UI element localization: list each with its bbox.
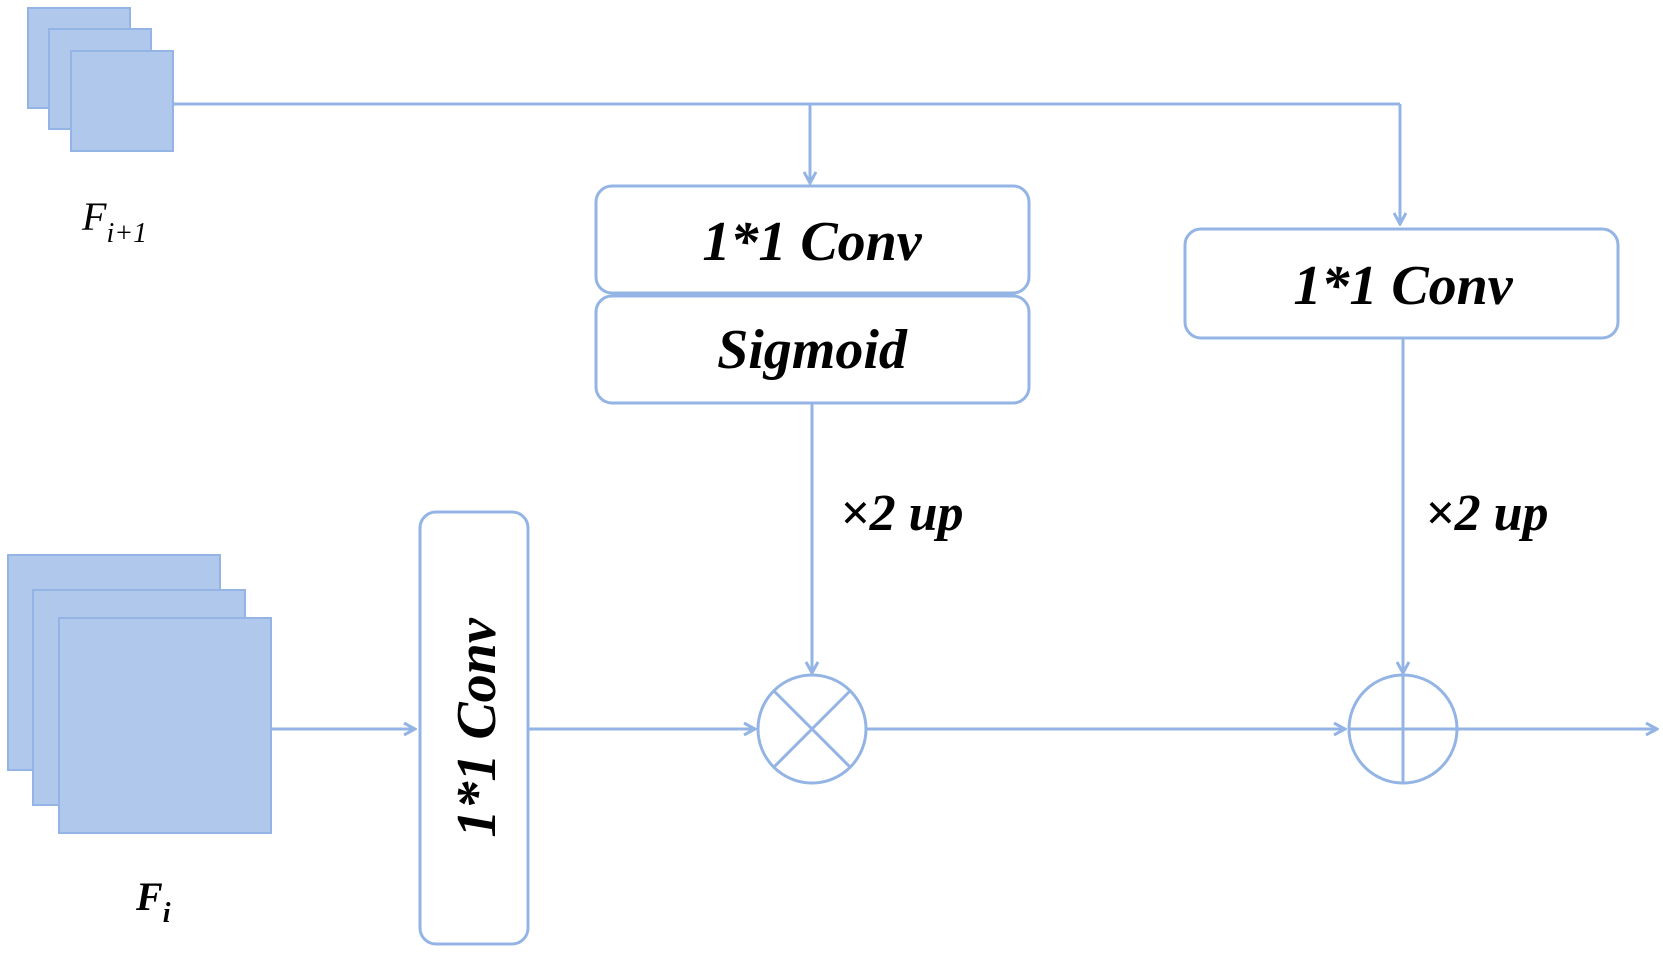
feature-map-bottom (7, 554, 272, 834)
gate-conv-box (594, 184, 1031, 295)
gate-conv-label: 1*1 Conv (702, 211, 922, 273)
feature-map-bottom-label: Fi (135, 874, 171, 929)
branch-conv-label: 1*1 Conv (1293, 255, 1513, 317)
feature-map-top (27, 7, 174, 152)
upsample-right-label: ×2 up (1425, 485, 1549, 542)
circled-plus-icon (1347, 673, 1459, 785)
feature-map-top-label: Fi+1 (81, 194, 147, 249)
lateral-conv-label: 1*1 Conv (446, 617, 508, 837)
sigmoid-label: Sigmoid (717, 319, 908, 381)
circled-times-icon (756, 673, 868, 785)
upsample-left-label: ×2 up (840, 485, 964, 542)
